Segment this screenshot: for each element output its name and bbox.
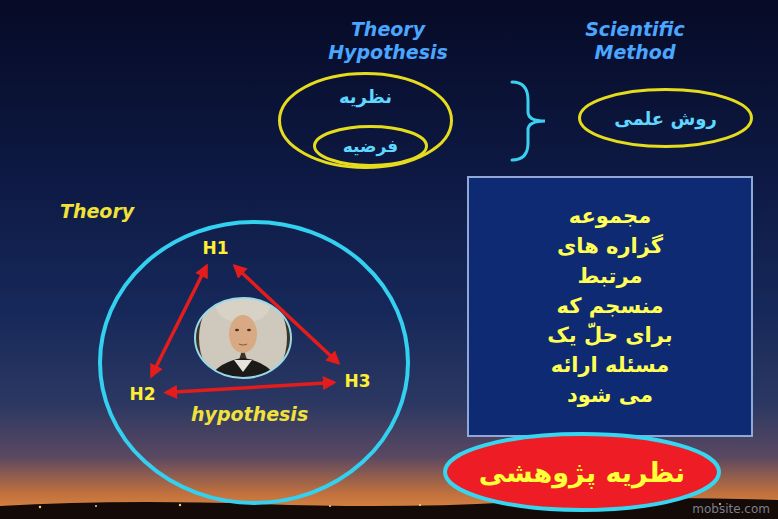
hypothesis-node: H3 (340, 369, 375, 393)
watermark: mobsite.com (692, 502, 770, 516)
concept-heading: Scientific Method (572, 18, 698, 64)
portrait-ring (195, 298, 291, 378)
method-ellipse: روش علمی (578, 88, 753, 148)
ellipse-shape (280, 74, 452, 168)
concept-heading: Theory Hypothesis (318, 18, 458, 64)
hypothesis-label: H3 (344, 371, 370, 391)
hypothesis-label: H1 (202, 238, 228, 258)
theory-circle: TheoryH1H2H3 (98, 220, 410, 505)
node-heading: Theory (60, 200, 134, 222)
ellipse-outline (98, 220, 410, 505)
curly-bracket (512, 82, 545, 160)
hypothesis-label: H2 (129, 384, 155, 404)
newton-portrait (190, 289, 300, 385)
ellipse-shape (580, 90, 752, 147)
double-arrow (235, 266, 339, 363)
node-text: فرضیه (343, 136, 398, 156)
hypothesis-node: H1 (198, 236, 233, 260)
hypothesis-ellipse: فرضیه (313, 125, 428, 167)
double-arrow (152, 266, 207, 376)
definition-box: مجموعه گزاره های مرتبط منسجم که برای حلّ… (467, 176, 753, 437)
hypothesis-node: H2 (125, 382, 160, 406)
ellipse-shape (445, 434, 719, 510)
theory-ellipse: نظریه فرضیه (278, 72, 453, 169)
node-text: نظریه (339, 86, 392, 107)
edge-label: hypothesis (191, 403, 308, 425)
ellipse-shape (100, 222, 408, 503)
ellipse-shape (315, 127, 427, 166)
double-arrow (166, 382, 334, 392)
node-text: مجموعه گزاره های مرتبط منسجم که برای حلّ… (540, 202, 680, 411)
node-text: نظریه پژوهشی (479, 457, 685, 488)
research-theory-ellipse: نظریه پژوهشی (443, 432, 721, 512)
node-text: روش علمی (614, 108, 717, 129)
